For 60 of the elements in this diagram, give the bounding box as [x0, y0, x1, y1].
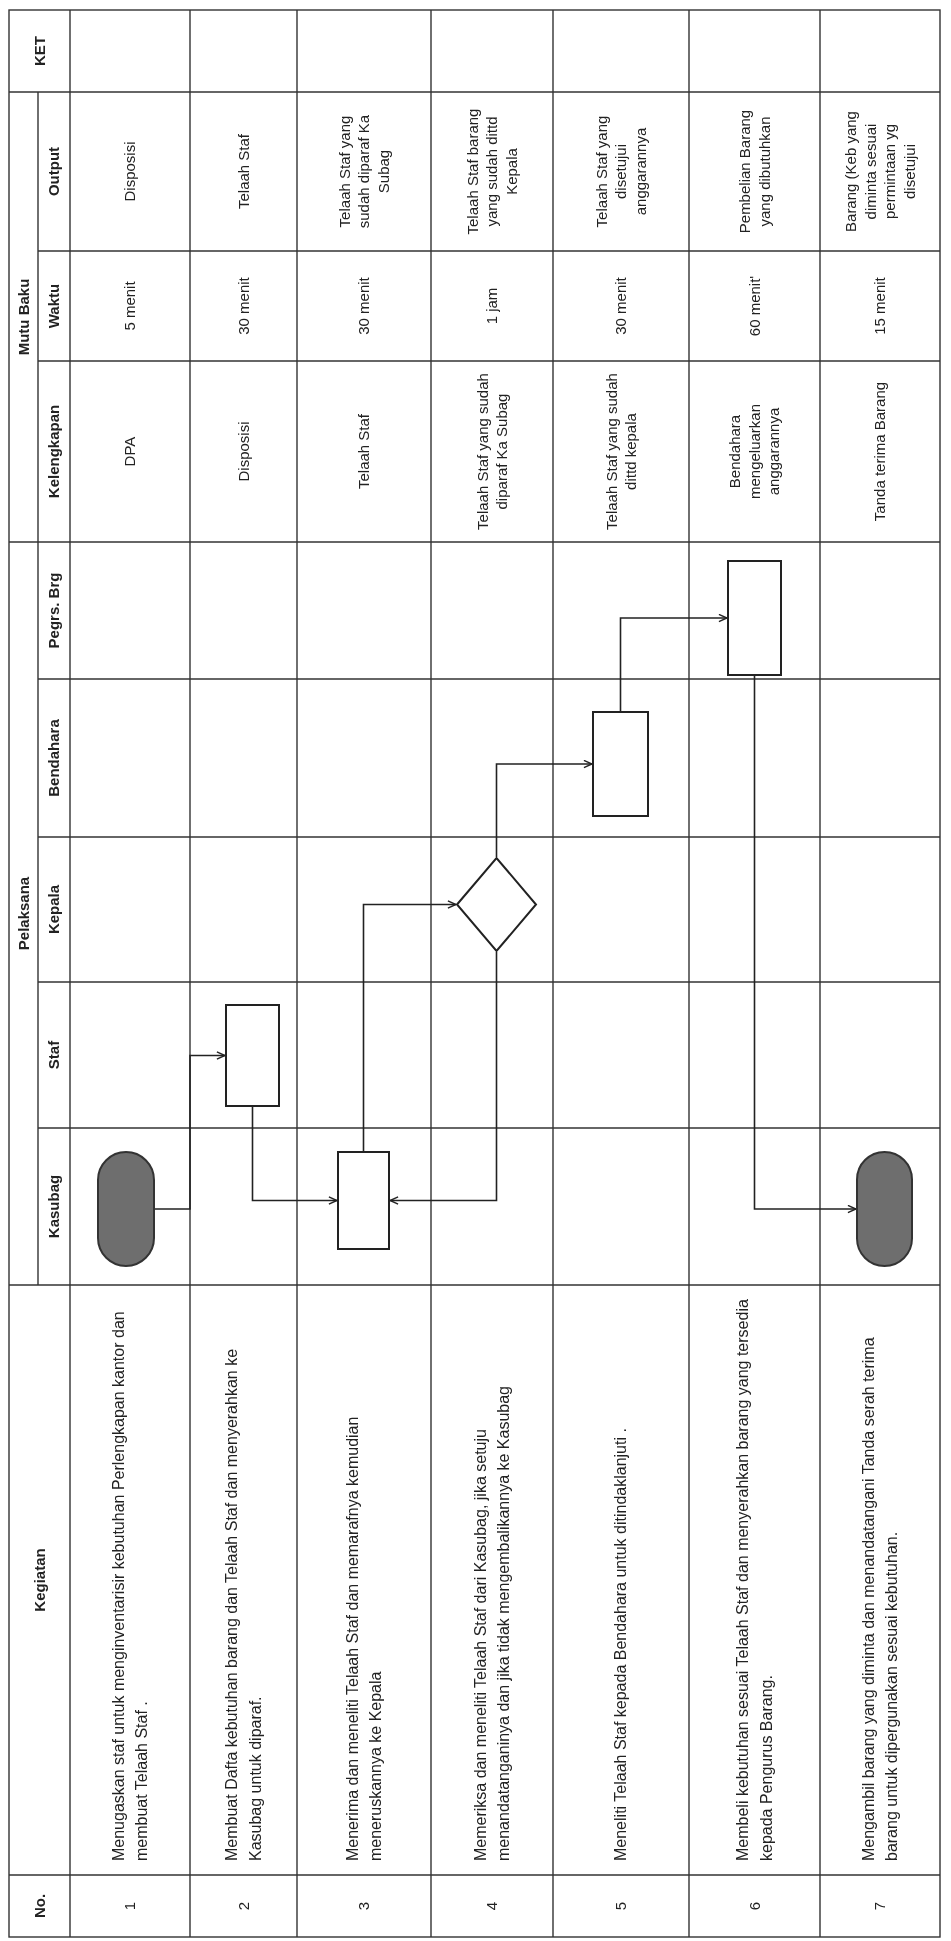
cell-text: Telaah Staf	[354, 413, 374, 490]
cell-text: Telaah Staf yang disetujui anggarannya	[591, 114, 650, 230]
process-box	[337, 1151, 390, 1250]
cell-text: Pembelian Barang yang dibutuhkan	[735, 108, 774, 236]
column-header: No.	[29, 1893, 49, 1919]
arrow	[251, 1106, 338, 1205]
column-header: Kasubag	[44, 1174, 64, 1239]
activity-text: Menerima dan meneliti Telaah Staf dan memarafnya kemudian meneruskannya ke Kepala	[342, 1415, 385, 1861]
row-number: 2	[233, 1901, 253, 1911]
cell-text: Telaah Staf yang sudah dittd kepala	[601, 372, 640, 532]
activity-text: Membuat Dafta kebutuhan barang dan Telaah Staf dan menyerahkan ke Kasubag untuk diparaf.	[222, 1347, 265, 1861]
cell-text: Telaah Staf barang yang sudah dittd Kepala	[462, 107, 521, 237]
duration-text: 30 menit	[611, 277, 631, 335]
column-header: Kegiatan	[29, 1548, 49, 1612]
column-header: Staf	[44, 1040, 64, 1070]
duration-text: 5 menit	[120, 281, 140, 331]
process-box	[225, 1004, 280, 1107]
row-number: 3	[354, 1901, 374, 1911]
cell-text: DPA	[120, 436, 140, 467]
activity-text: Memeriksa dan meneliti Telaah Staf dari Kasubag, jika setuju menandatanganinya dan jika tidak mengembalikannya ke Kasubag	[470, 1385, 513, 1861]
column-header: Mutu Baku	[13, 278, 33, 356]
row-number: 1	[120, 1901, 140, 1911]
arrow	[362, 900, 457, 1152]
row-number: 5	[611, 1901, 631, 1911]
arrow	[753, 675, 857, 1214]
column-header: Kelengkapan	[44, 404, 64, 499]
duration-text: 30 menit	[233, 277, 253, 335]
column-header: Bendahara	[44, 719, 64, 797]
row-number: 7	[870, 1901, 890, 1911]
activity-text: Mengambil barang yang diminta dan menandatangani Tanda serah terima barang untuk dipergunakan sesuai kebutuhan.	[858, 1336, 901, 1861]
row-number: 6	[744, 1901, 764, 1911]
decision-diamond	[456, 857, 537, 952]
arrow	[154, 1051, 226, 1210]
process-box	[727, 560, 782, 676]
cell-text: Telaah Staf	[233, 133, 253, 210]
duration-text: 15 menit	[870, 277, 890, 335]
row-number: 4	[482, 1901, 502, 1911]
cell-text: Disposisi	[120, 141, 140, 202]
arrow	[389, 951, 498, 1205]
arrow	[495, 759, 593, 858]
process-box	[592, 711, 649, 817]
cell-text: Telaah Staf yang sudah diparaf Ka Subag	[334, 113, 393, 231]
column-header: Pelaksana	[13, 876, 33, 951]
cell-text: Disposisi	[233, 421, 253, 482]
duration-text: 30 menit	[354, 277, 374, 335]
column-header: Output	[44, 146, 64, 197]
duration-text: 1 jam	[482, 287, 502, 325]
cell-text: Tanda terima Barang	[870, 381, 890, 522]
column-header: Pegrs. Brg	[44, 572, 64, 649]
column-header: KET	[29, 36, 49, 66]
arrow	[619, 613, 728, 712]
column-header: Kepala	[44, 884, 64, 935]
column-header: Waktu	[44, 283, 64, 329]
activity-text: Membeli kebutuhan sesuai Telaah Staf dan menyerahkan barang yang tersedia kepada Pengurus Barang.	[733, 1299, 776, 1861]
cell-text: Barang (Keb yang diminta sesuai permintaan yg disetujui	[841, 110, 919, 234]
cell-text: Bendahara mengeluarkan anggarannya	[725, 402, 784, 502]
activity-text: Menugaskan staf untuk menginventarisir kebutuhan Perlengkapan kantor dan membuat Telaah Staf .	[108, 1310, 151, 1861]
cell-text: Telaah Staf yang sudah diparaf Ka Subag	[472, 372, 511, 532]
activity-text: Meneliti Telaah Staf kepada Bendahara untuk ditindaklanjuti .	[611, 1428, 631, 1861]
duration-text: 60 menit'	[744, 275, 764, 337]
